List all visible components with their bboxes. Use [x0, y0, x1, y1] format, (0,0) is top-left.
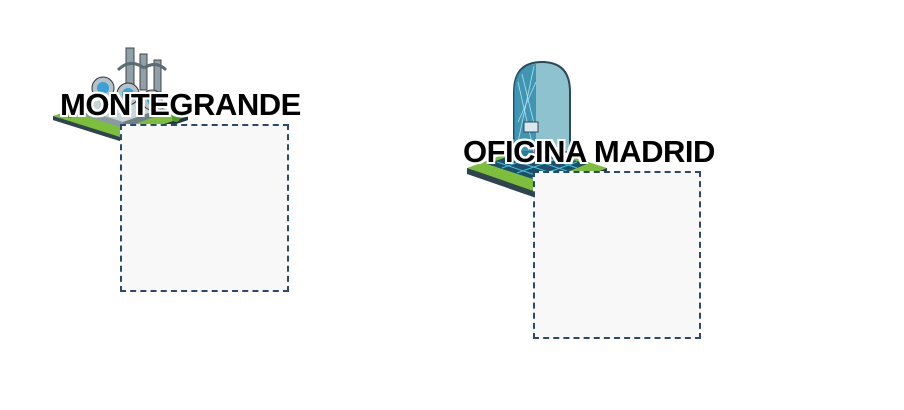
- site-label-oficina-madrid: OFICINA MADRID: [463, 134, 715, 169]
- drop-zone-oficina-madrid[interactable]: [533, 171, 701, 339]
- drop-zone-montegrande[interactable]: [120, 124, 289, 292]
- site-label-montegrande: MONTEGRANDE: [60, 87, 301, 122]
